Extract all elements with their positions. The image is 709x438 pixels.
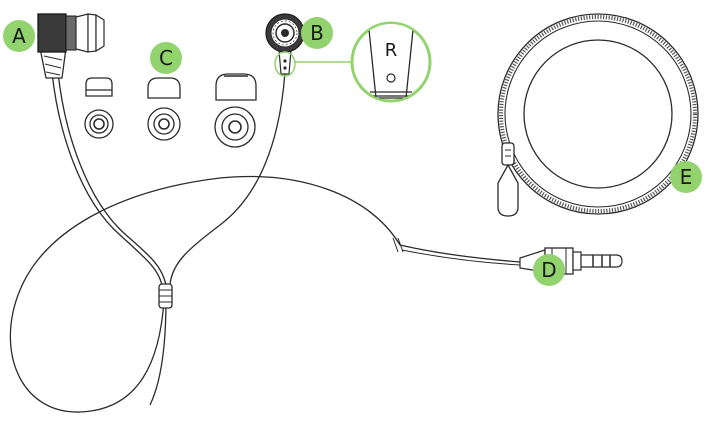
callout-badge-c: C (150, 42, 182, 74)
callout-label-b: B (310, 21, 324, 45)
callout-badge-d: D (533, 254, 565, 286)
callout-badge-b: B (301, 17, 333, 49)
eartip-small (85, 78, 113, 138)
magnified-r-marking: R (352, 20, 430, 101)
callout-badge-a: A (3, 20, 35, 52)
callout-label-a: A (12, 24, 26, 48)
callout-label-d: D (541, 258, 556, 282)
magnifier-r-label: R (385, 40, 398, 61)
left-earbud (38, 14, 104, 78)
eartip-large (215, 74, 256, 147)
eartips-set (85, 74, 256, 147)
right-earbud (266, 14, 304, 76)
carrying-case (498, 14, 698, 216)
eartip-medium (148, 78, 180, 140)
cable-splitter (159, 284, 172, 308)
callout-label-e: E (680, 165, 693, 189)
callout-badge-e: E (670, 161, 702, 193)
callout-label-c: C (159, 46, 173, 70)
